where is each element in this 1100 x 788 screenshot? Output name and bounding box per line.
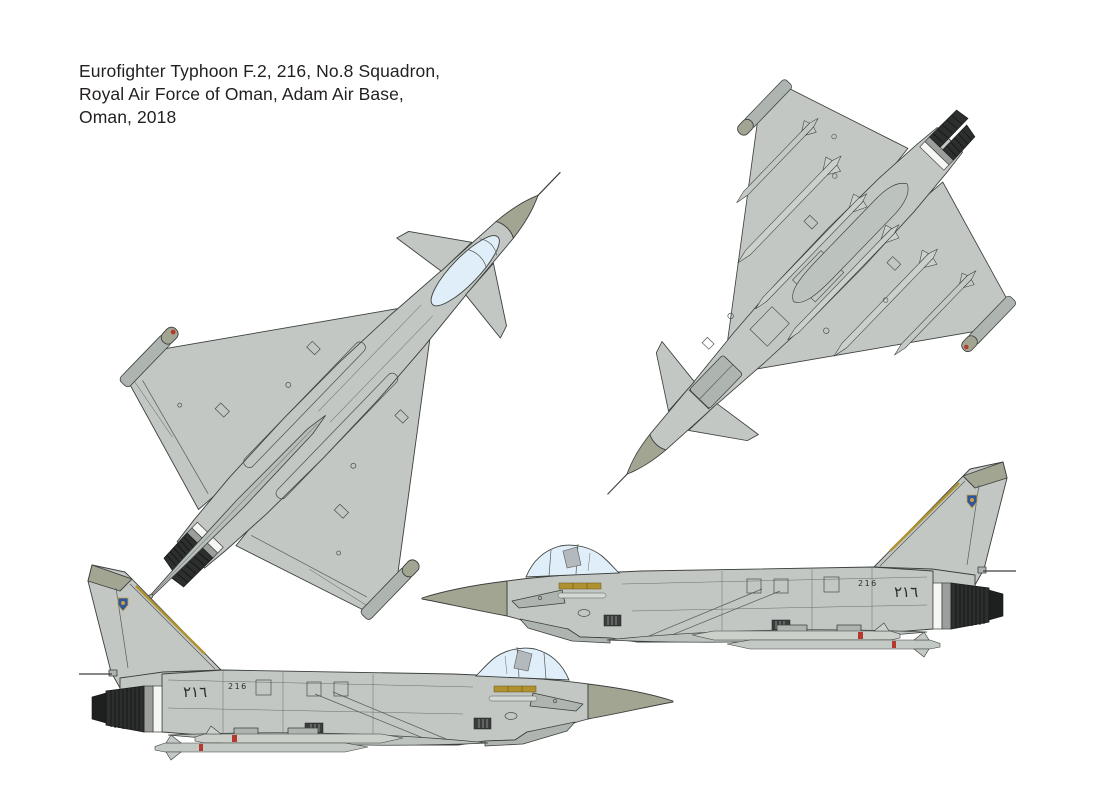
centerline-tank: [792, 182, 909, 303]
top-canard-right: [465, 262, 507, 339]
nav-light-red: [170, 329, 176, 335]
fuselage-missile-left: [787, 224, 900, 341]
bottom-canard-left: [688, 403, 759, 442]
tail-number-arabic-port: ٢١٦: [183, 683, 207, 701]
top-canard-left: [396, 230, 473, 272]
side-view-port-markings: ٢١٦ 216: [183, 682, 248, 701]
wingtip-pod-right: [360, 559, 420, 620]
bottom-intake: [688, 355, 743, 410]
wingtip-pod-right-b: [737, 79, 792, 136]
pitot-probe: [536, 171, 561, 198]
caption-line-3: Oman, 2018: [79, 107, 177, 127]
side-view-starboard-markings: 216 ٢١٦: [858, 579, 918, 601]
top-view-aircraft: [119, 171, 561, 620]
pylon-missile-right-inner: [737, 155, 842, 264]
top-radome: [495, 194, 539, 239]
bottom-nozzles: [919, 109, 976, 171]
caption: Eurofighter Typhoon F.2, 216, No.8 Squad…: [79, 60, 509, 129]
tail-number-western: 216: [858, 579, 878, 588]
caption-line-1: Eurofighter Typhoon F.2, 216, No.8 Squad…: [79, 61, 441, 81]
caption-line-2: Royal Air Force of Oman, Adam Air Base,: [79, 84, 404, 104]
bottom-view-aircraft: [607, 79, 1017, 495]
pylon-missile-right-outer: [736, 117, 819, 203]
fuselage-missile-right: [755, 193, 868, 310]
tail-number-arabic: ٢١٦: [894, 583, 918, 601]
side-view-starboard: [420, 460, 1018, 659]
wingtip-pod-left-b: [961, 295, 1017, 352]
pylon-missile-left-outer: [894, 270, 977, 356]
tail-number-western-port: 216: [228, 682, 248, 691]
top-canopy: [430, 235, 500, 307]
bottom-radome: [626, 434, 667, 475]
wingtip-pod-left: [119, 326, 179, 388]
bottom-canard-right: [655, 341, 695, 412]
